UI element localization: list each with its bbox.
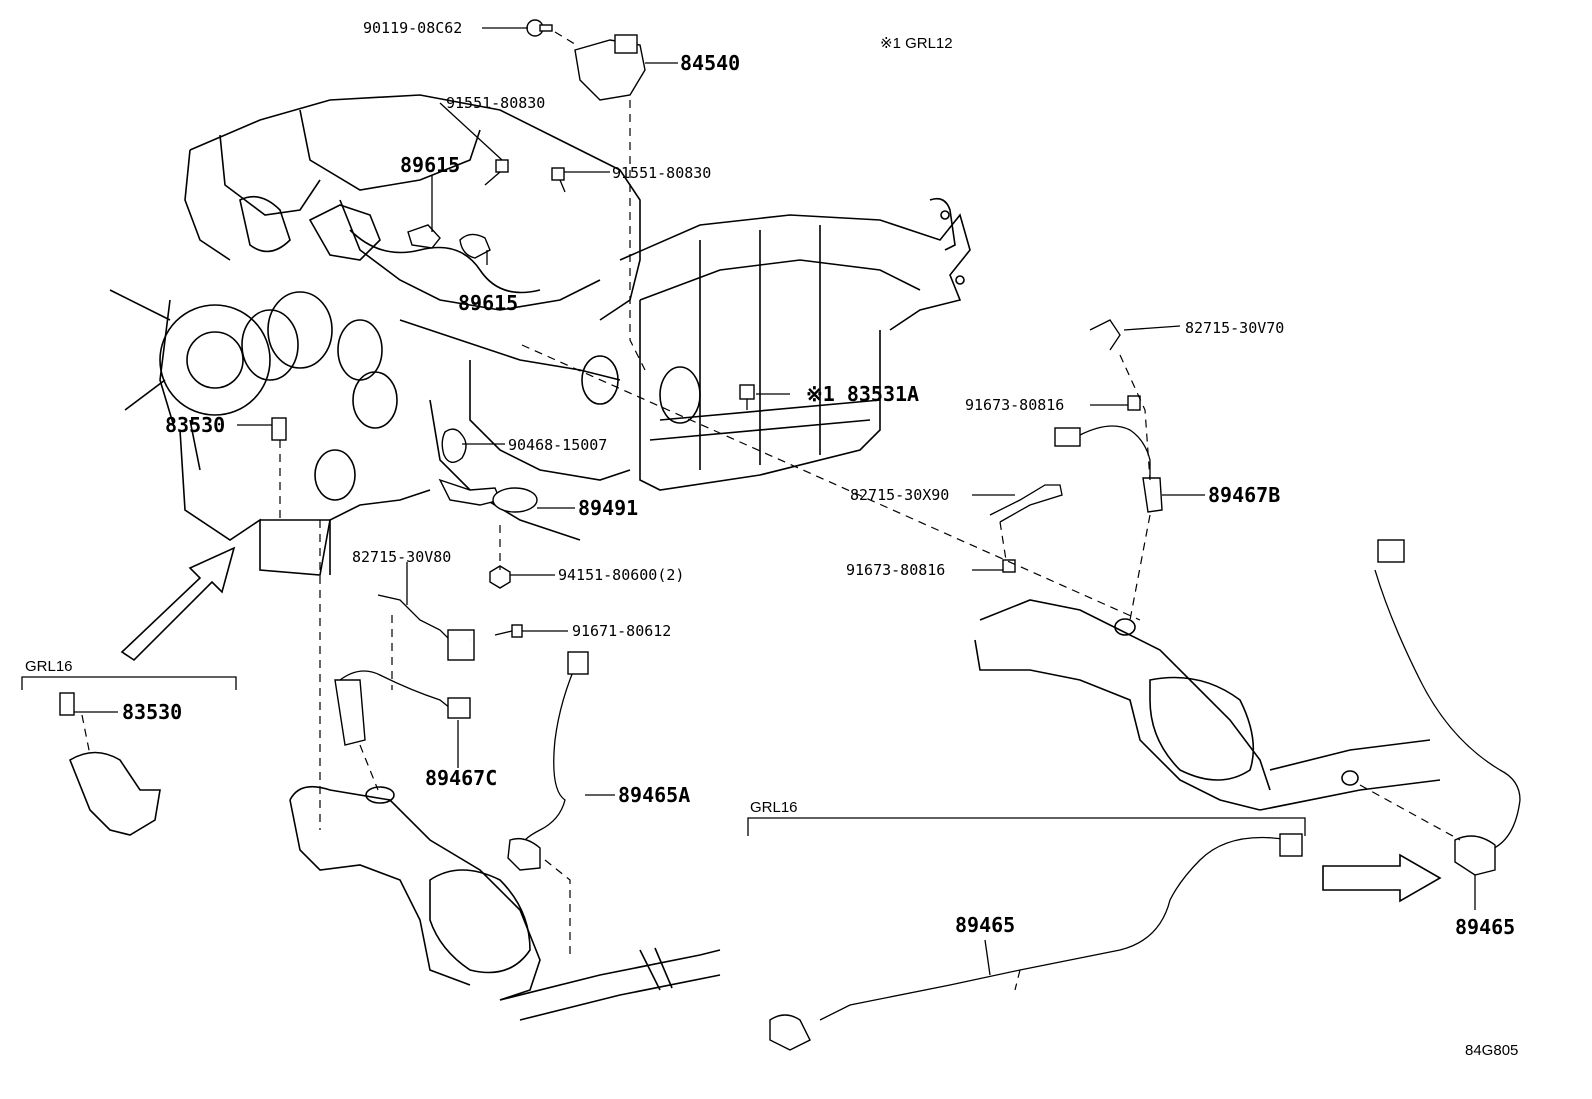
label-90119-08c62: 90119-08C62 xyxy=(363,19,462,37)
bracket-82715-30v80 xyxy=(377,594,475,661)
label-82715-30v80: 82715-30V80 xyxy=(352,548,451,566)
transmission-illustration xyxy=(619,197,971,491)
sensor-89465-bottom xyxy=(769,833,1303,1051)
part-labels: 90119-08C62 84540 ※1 GRL12 91551-80830 8… xyxy=(122,19,1518,1059)
sensor-89467b xyxy=(1054,425,1163,513)
group-bracket-grl16-left: GRL16 xyxy=(21,658,237,690)
sensor-84540 xyxy=(574,34,646,101)
sensor-89615-b xyxy=(459,233,491,259)
label-84540: 84540 xyxy=(680,51,740,75)
label-89615-b: 89615 xyxy=(458,291,518,315)
sensor-83531a xyxy=(739,384,755,410)
leader-lines xyxy=(74,27,1476,976)
sensor-83530-b xyxy=(59,692,161,836)
sensor-89491 xyxy=(438,478,538,513)
right-exhaust-illustration xyxy=(974,599,1441,811)
bolt-91551-80830-b xyxy=(551,167,566,193)
label-82715-30v70: 82715-30V70 xyxy=(1185,319,1284,337)
sensor-89615-a xyxy=(407,224,441,249)
sensor-89465a xyxy=(507,651,589,871)
label-83531a: ※1 83531A xyxy=(806,382,919,406)
label-89465a: 89465A xyxy=(618,783,690,807)
group-label-grl16-bottom: GRL16 xyxy=(750,799,798,816)
label-89615-a: 89615 xyxy=(400,153,460,177)
bolt-91671-80612 xyxy=(494,624,523,638)
bracket-82715-30x90 xyxy=(989,484,1063,523)
label-91671-80612: 91671-80612 xyxy=(572,622,671,640)
label-89467c: 89467C xyxy=(425,766,497,790)
label-89465-right: 89465 xyxy=(1455,915,1515,939)
label-83530-a: 83530 xyxy=(165,413,225,437)
direction-arrow-right xyxy=(1322,853,1442,903)
bolt-91673-80816-a xyxy=(1127,395,1141,411)
bolt-91551-80830-a xyxy=(484,159,509,186)
label-89467b: 89467B xyxy=(1208,483,1280,507)
engine-illustration xyxy=(109,94,701,576)
label-89491: 89491 xyxy=(578,496,638,520)
sensor-89467c xyxy=(334,670,471,746)
gasket-90468-15007 xyxy=(441,428,467,463)
label-83530-b: 83530 xyxy=(122,700,182,724)
label-91673-80816-b: 91673-80816 xyxy=(846,561,945,579)
label-91551-80830-b: 91551-80830 xyxy=(612,164,711,182)
label-82715-30x90: 82715-30X90 xyxy=(850,486,949,504)
label-91551-80830-a: 91551-80830 xyxy=(446,94,545,112)
label-90468-15007: 90468-15007 xyxy=(508,436,607,454)
label-89465-bottom: 89465 xyxy=(955,913,1015,937)
group-label-grl16-left: GRL16 xyxy=(25,658,73,675)
nut-94151-80600 xyxy=(489,565,511,589)
image-code: 84G805 xyxy=(1465,1042,1518,1059)
bolt-90119-08c62 xyxy=(526,19,553,37)
direction-arrow-left xyxy=(120,546,236,662)
sensor-89465-right xyxy=(1374,539,1521,876)
connection-lines xyxy=(81,31,1461,991)
sensor-83530-a xyxy=(271,417,287,441)
group-bracket-grl16-bottom: GRL16 xyxy=(747,799,1306,836)
note-grl12: ※1 GRL12 xyxy=(880,35,953,52)
left-exhaust-illustration xyxy=(289,785,721,1021)
bracket-82715-30v70 xyxy=(1089,319,1121,351)
label-94151-80600: 94151-80600(2) xyxy=(558,566,684,584)
label-91673-80816-a: 91673-80816 xyxy=(965,396,1064,414)
